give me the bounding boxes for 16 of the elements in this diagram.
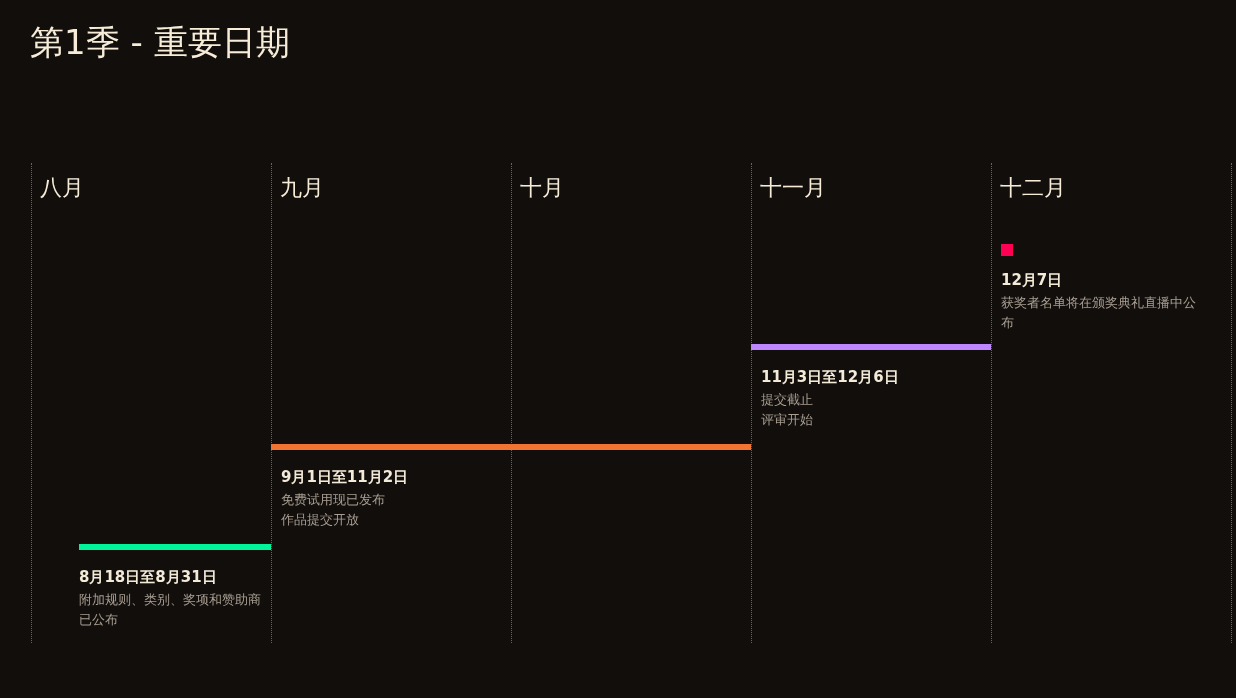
event-description: 获奖者名单将在颁奖典礼直播中公布	[1001, 294, 1197, 332]
event-date: 9月1日至11月2日	[281, 467, 409, 488]
event-date: 8月18日至8月31日	[79, 567, 217, 588]
event-description: 提交截止	[761, 391, 813, 409]
event-date: 12月7日	[1001, 270, 1063, 291]
page-title: 第1季 - 重要日期	[30, 21, 290, 64]
month-label: 九月	[280, 174, 324, 202]
month-label: 十月	[520, 174, 564, 202]
event-description: 评审开始	[761, 411, 813, 429]
event-description: 免费试用现已发布	[281, 491, 385, 509]
event-date: 11月3日至12月6日	[761, 367, 899, 388]
month-label: 十二月	[1000, 174, 1066, 202]
month-label: 八月	[40, 174, 84, 202]
event-description: 附加规则、类别、奖项和赞助商已公布	[79, 591, 262, 629]
month-label: 十一月	[760, 174, 826, 202]
event-description: 作品提交开放	[281, 511, 359, 529]
